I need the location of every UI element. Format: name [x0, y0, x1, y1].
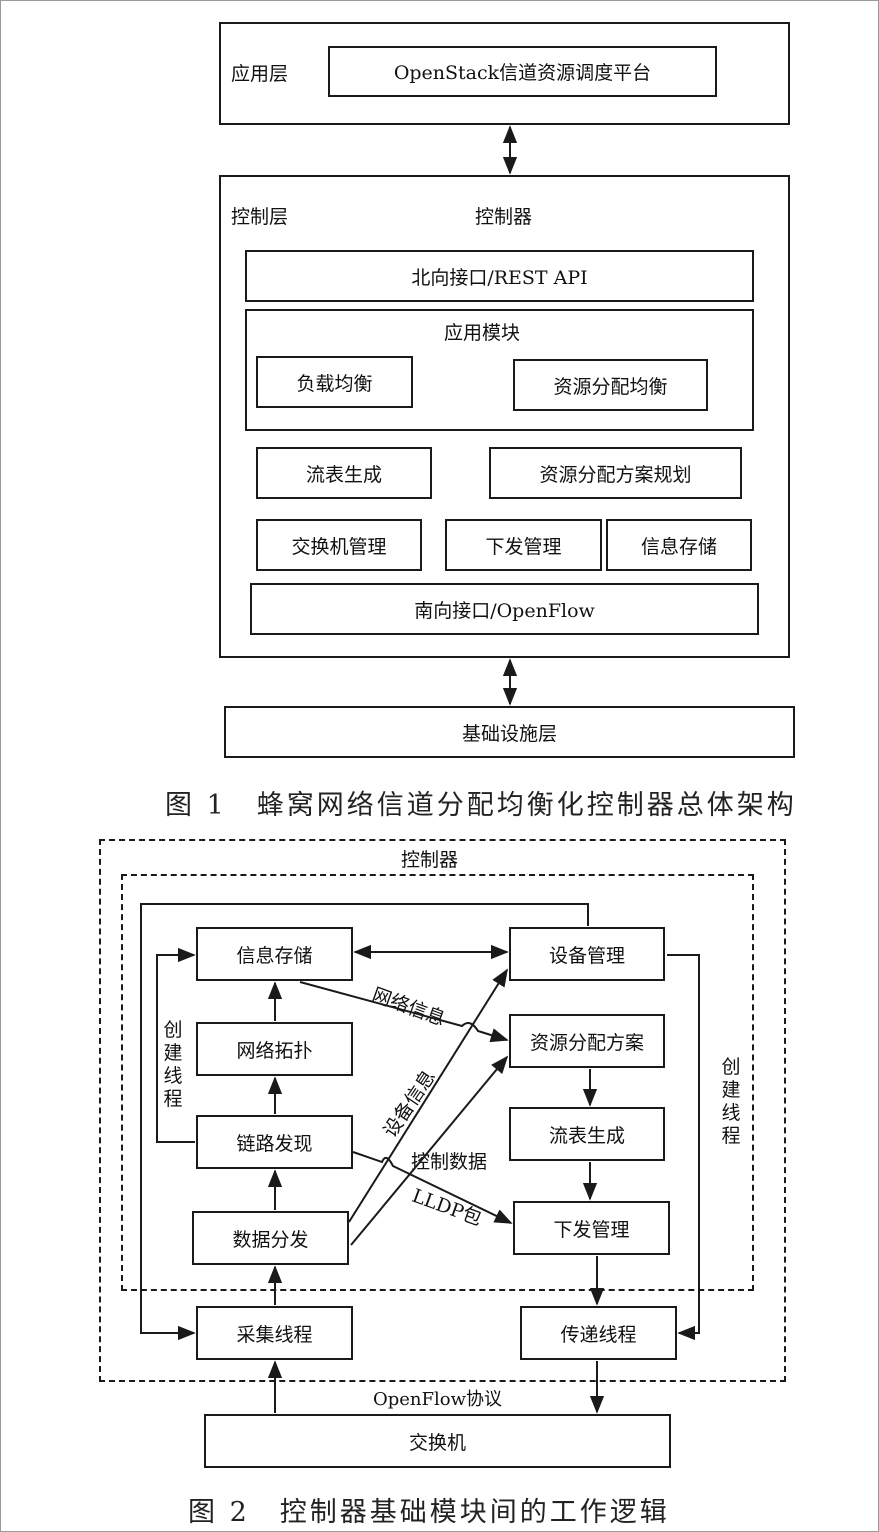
lldp-arrow [352, 1151, 513, 1224]
collect-thread-node: 采集线程 [196, 1306, 353, 1360]
create-thread-left-label: 创建线程 [163, 1019, 183, 1110]
data-dispatch-node: 数据分发 [192, 1211, 349, 1265]
device-info-arrow [348, 968, 508, 1223]
application-layer-box [219, 22, 790, 125]
resource-allocation-plan-box: 资源分配方案规划 [489, 447, 742, 499]
network-info-arrow [299, 981, 509, 1043]
resource-allocation-balance-box: 资源分配均衡 [513, 359, 708, 411]
transfer-thread-node: 传递线程 [520, 1306, 677, 1360]
device-management-node: 设备管理 [509, 927, 665, 981]
load-balance-box: 负载均衡 [256, 356, 413, 408]
dispatch-management-node: 下发管理 [513, 1201, 670, 1255]
infrastructure-layer-box: 基础设施层 [224, 706, 795, 758]
flow-table-generation-node: 流表生成 [509, 1107, 665, 1161]
control-data-arrow [350, 1055, 509, 1246]
figure2-caption: 图 2 控制器基础模块间的工作逻辑 [188, 1497, 670, 1528]
controller-title: 控制器 [475, 206, 533, 228]
create-thread-right-loop [667, 954, 700, 1341]
switch-management-box: 交换机管理 [256, 519, 422, 571]
openstack-platform-box: OpenStack信道资源调度平台 [328, 46, 717, 97]
controller-inner-dashed-box [121, 874, 754, 1291]
figure1-caption: 图 1 蜂窝网络信道分配均衡化控制器总体架构 [165, 790, 797, 821]
application-layer-label: 应用层 [231, 63, 289, 85]
control-data-label: 控制数据 [411, 1151, 488, 1173]
switch-node: 交换机 [204, 1414, 671, 1468]
application-module-title: 应用模块 [444, 322, 521, 344]
north-api-box: 北向接口/REST API [245, 250, 754, 302]
dispatch-management-box: 下发管理 [445, 519, 602, 571]
information-storage-box: 信息存储 [606, 519, 752, 571]
openflow-protocol-label: OpenFlow协议 [373, 1389, 503, 1410]
controller-title-fig2: 控制器 [401, 849, 459, 871]
application-module-box [245, 309, 754, 431]
create-thread-left-loop [156, 947, 196, 1143]
create-thread-right-label: 创建线程 [721, 1056, 741, 1147]
device-to-collect-loop [140, 903, 589, 1341]
controller-outer-dashed-box [99, 839, 786, 1382]
control-layer-box [219, 175, 790, 658]
network-topology-node: 网络拓扑 [196, 1022, 353, 1076]
flow-table-generation-box: 流表生成 [256, 447, 432, 499]
resource-plan-node: 资源分配方案 [509, 1014, 665, 1068]
info-storage-node: 信息存储 [196, 927, 353, 981]
south-api-box: 南向接口/OpenFlow [250, 583, 759, 635]
control-layer-label: 控制层 [231, 206, 289, 228]
link-discovery-node: 链路发现 [196, 1115, 353, 1169]
